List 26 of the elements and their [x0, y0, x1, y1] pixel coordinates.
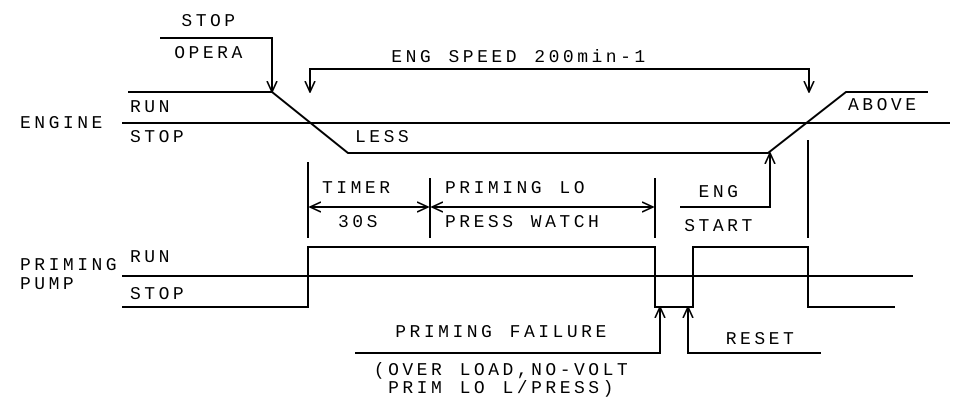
interval-label: TIMER	[322, 179, 394, 199]
callout-text: STOP OPERA	[173, 11, 247, 66]
leader-arrow	[160, 37, 278, 93]
leader-arrow	[680, 152, 776, 208]
state-label: RUN	[130, 248, 173, 268]
state-label: ABOVE	[848, 96, 920, 116]
callout-text: ENG START	[683, 182, 757, 239]
interval-label: PRIMING LO	[445, 179, 588, 199]
pump-waveform	[122, 246, 895, 308]
interval-label: PRESS WATCH	[445, 213, 602, 233]
interval-label: 30S	[338, 213, 381, 233]
callout-note: (OVER LOAD,NO-VOLT PRIM LO L/PRESS)	[372, 362, 632, 398]
signal-name: ENGINE	[20, 114, 106, 134]
leader-arrow	[682, 306, 821, 354]
signal-name: PRIMING PUMP	[20, 257, 120, 295]
state-label: RUN	[130, 98, 173, 118]
callout-text: PRIMING FAILURE	[394, 323, 611, 343]
callout-text: RESET	[724, 329, 798, 352]
engine-waveform	[128, 91, 928, 154]
callout-text: ENG SPEED 200min-1	[390, 48, 650, 68]
state-label: STOP	[130, 285, 188, 305]
leader-arrow	[520, 68, 815, 93]
leader-arrow	[304, 68, 520, 93]
leader-arrow	[355, 306, 666, 354]
state-label: LESS	[355, 128, 412, 148]
state-label: STOP	[130, 128, 188, 148]
